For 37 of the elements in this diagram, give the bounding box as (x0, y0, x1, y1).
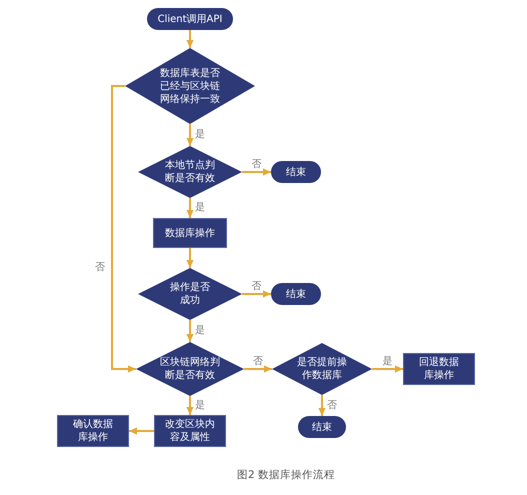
edge-label: 否 (250, 159, 262, 171)
arrow (186, 396, 194, 415)
decision-diamond: 操作是否成功 (138, 268, 242, 320)
arrow (129, 427, 154, 435)
edge-label: 是 (194, 202, 206, 214)
arrow (111, 85, 136, 373)
edge-label: 是 (194, 400, 206, 412)
rounded-box: 结束 (298, 416, 346, 438)
process-box: 回退数据库操作 (403, 353, 475, 385)
arrow (242, 290, 271, 298)
arrow (186, 198, 194, 218)
decision-diamond: 是否提前操作数据库 (272, 343, 372, 395)
arrow (318, 395, 326, 416)
rounded-box: 结束 (271, 161, 321, 183)
process-box: 数据库操作 (153, 218, 227, 248)
edge-label: 是 (194, 325, 206, 337)
arrow (372, 365, 403, 373)
arrow (186, 248, 194, 268)
process-box: 改变区块内容及属性 (154, 415, 226, 447)
arrow (242, 168, 271, 176)
edge-label: 是 (194, 129, 206, 141)
edge-label: 否 (250, 281, 262, 293)
figure-caption: 图2 数据库操作流程 (237, 469, 336, 482)
rounded-box: 结束 (271, 283, 321, 305)
decision-diamond: 数据库表是否已经与区块链网络保持一致 (125, 48, 255, 124)
decision-diamond: 本地节点判断是否有效 (138, 146, 242, 198)
edge-label: 否 (252, 356, 264, 368)
arrow (186, 320, 194, 342)
edge-label: 是 (382, 356, 394, 368)
arrow (186, 124, 194, 146)
arrow (244, 365, 272, 373)
rounded-box: Client调用API (147, 8, 233, 30)
decision-diamond: 区块链网络判断是否有效 (136, 342, 244, 396)
arrow (186, 30, 194, 48)
edge-label: 否 (94, 262, 106, 274)
process-box: 确认数据库操作 (57, 415, 129, 447)
edge-label: 否 (326, 400, 338, 412)
